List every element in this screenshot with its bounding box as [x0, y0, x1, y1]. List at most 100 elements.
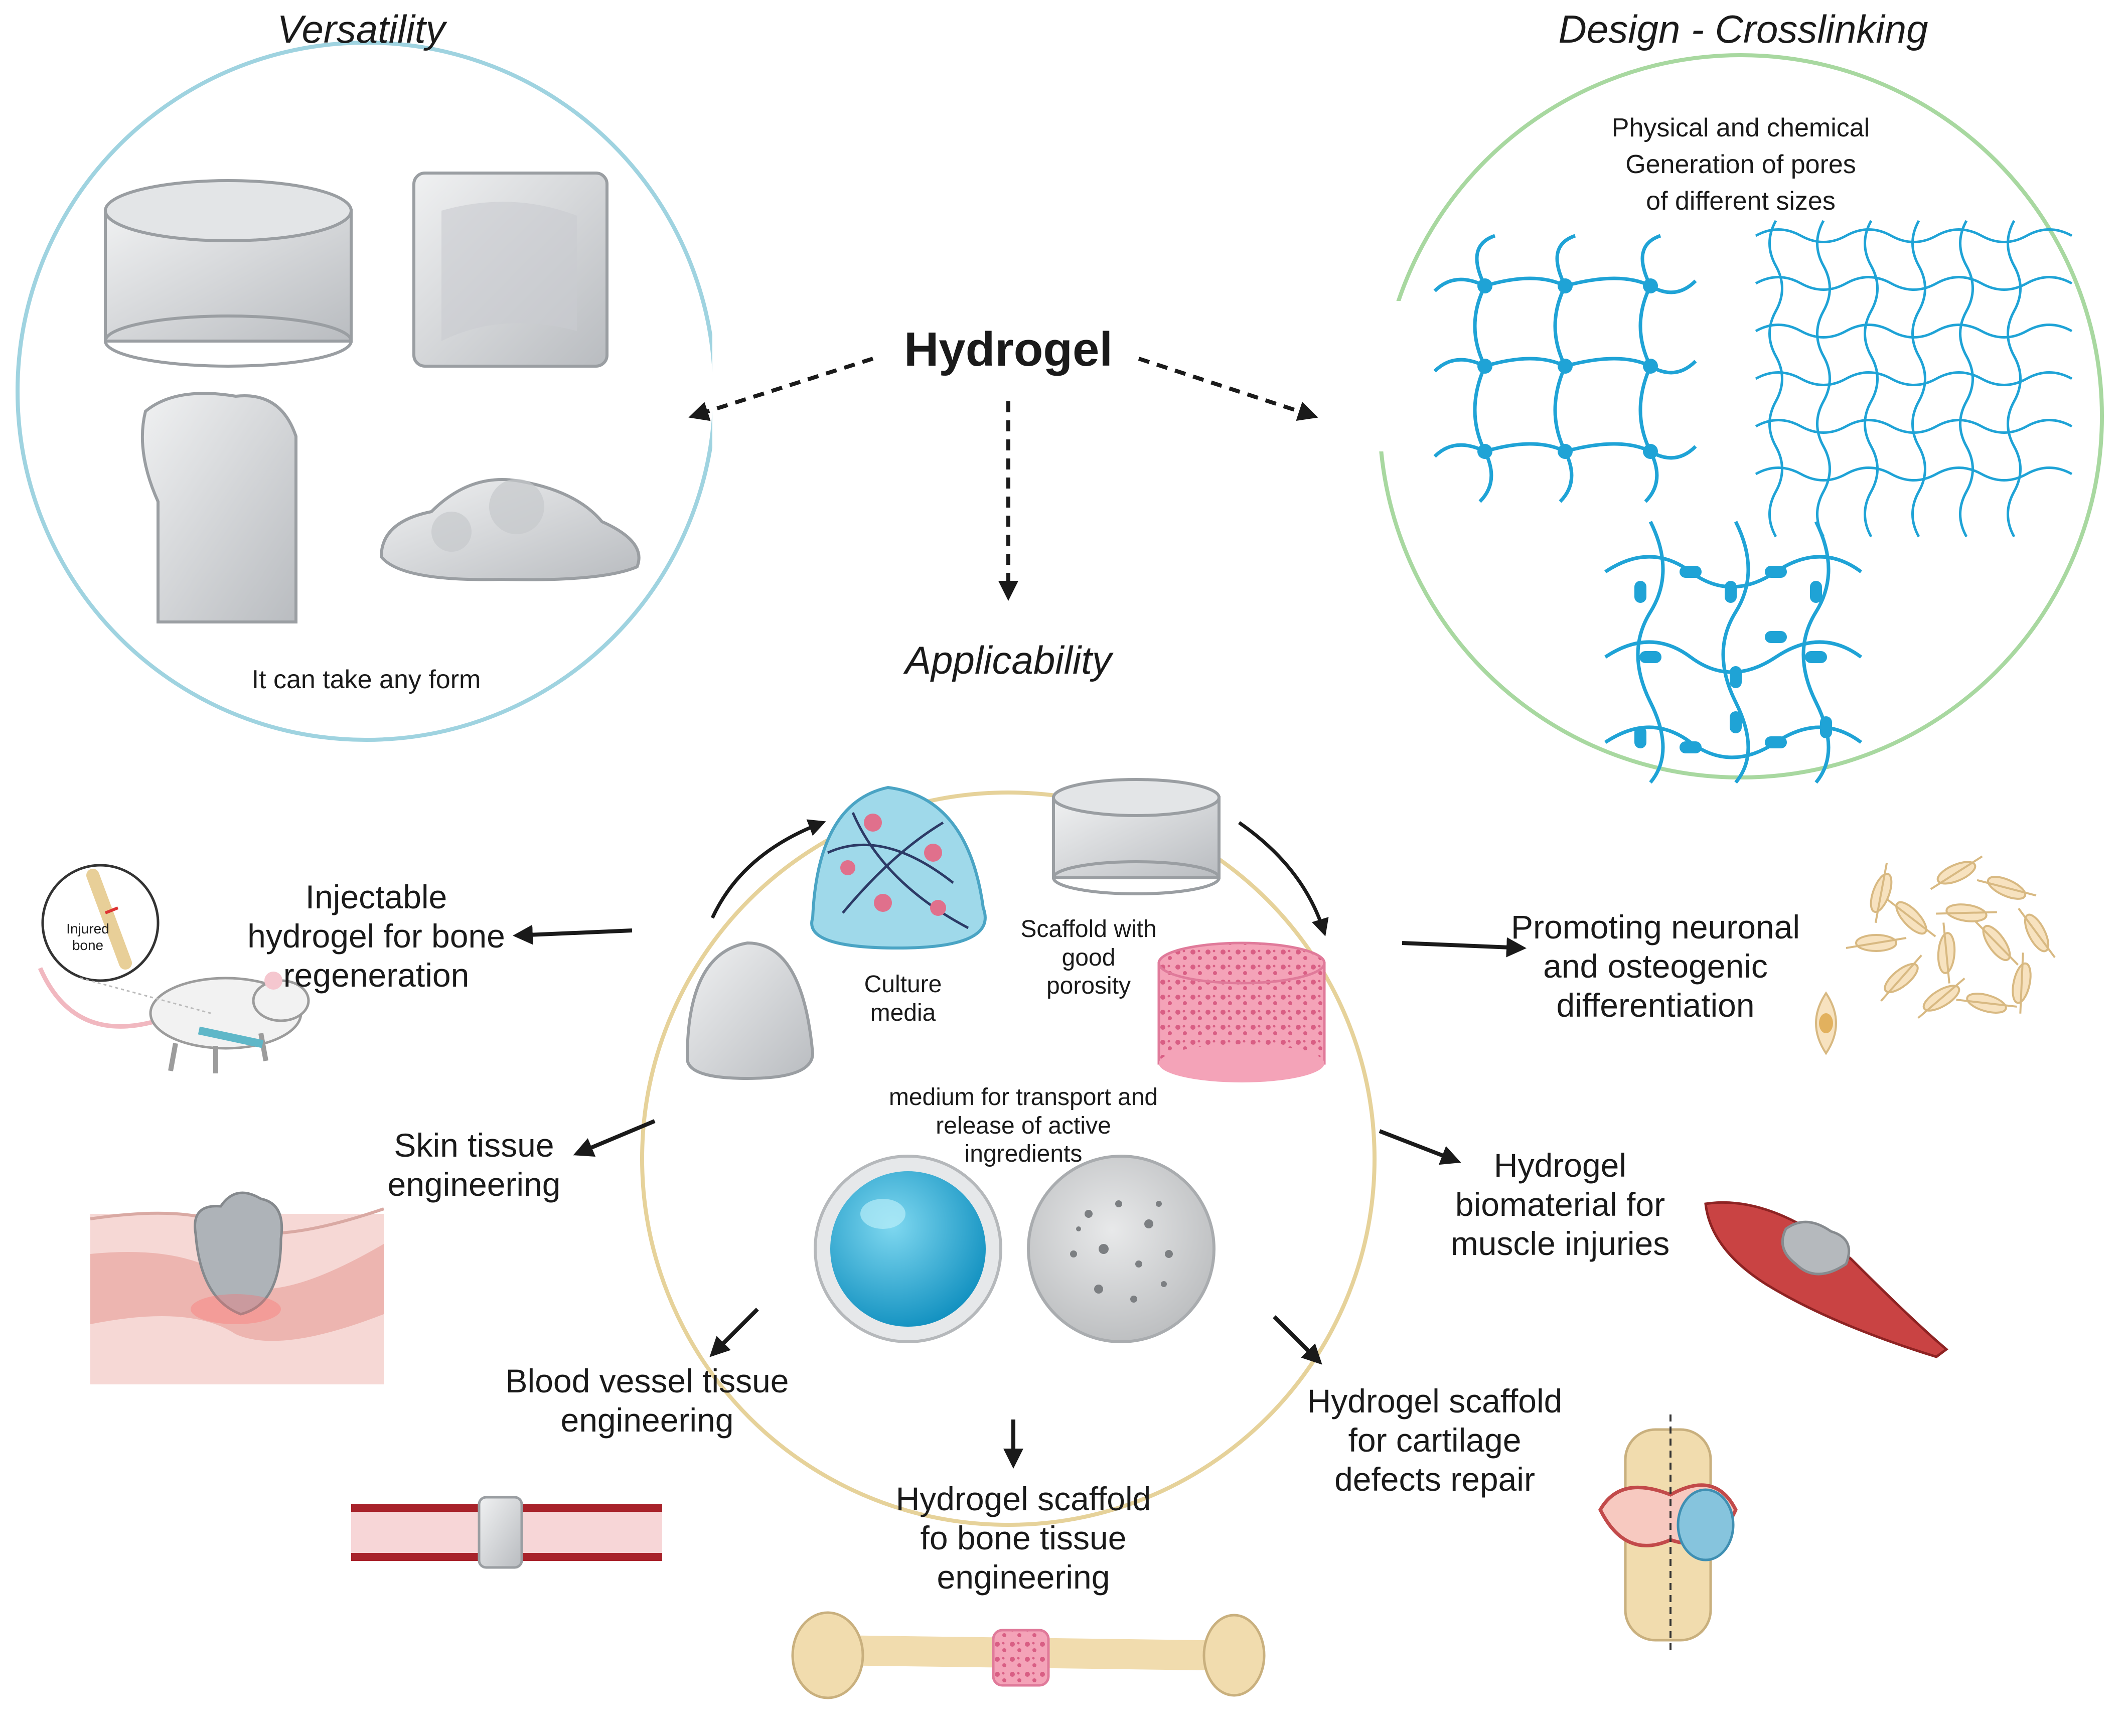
porous-release-sphere-icon — [1027, 1155, 1216, 1343]
cell-process — [1936, 911, 1997, 915]
cell-process — [1930, 855, 1983, 890]
cell-process — [1917, 978, 1965, 1019]
bone-scaffold-icon — [791, 1611, 1266, 1699]
arrow-to-muscle — [1379, 1129, 1461, 1165]
neuronal-cells-icon — [1815, 855, 2056, 1055]
gel-disc-icon — [1052, 778, 1221, 895]
gel-square-icon — [412, 172, 609, 368]
versatility-ring — [16, 41, 717, 742]
design-caption-line2: Generation of pores — [1625, 150, 1856, 179]
network-strand — [1816, 220, 1831, 538]
crosslink-capsule — [1634, 581, 1646, 603]
arrow-to-versatility — [688, 357, 874, 421]
versatility-title: Versatility — [277, 7, 445, 51]
porous-scaffold-icon — [1157, 941, 1326, 1082]
cell-process — [1977, 879, 2037, 897]
neuronal-label: Promoting neuronal and osteogenic differ… — [1510, 908, 1800, 1024]
arrow-to-cartilage — [1273, 1315, 1322, 1365]
versatility-caption: It can take any form — [251, 665, 481, 694]
cell-process — [1942, 922, 1950, 984]
crosslink-node — [1558, 278, 1573, 293]
skin-tissue-icon — [90, 1191, 384, 1384]
chemical-crosslink-network — [1755, 220, 2073, 538]
applicability-title: Applicability — [905, 638, 1112, 682]
gel-dome-icon — [685, 941, 815, 1080]
design-caption-line3: of different sizes — [1646, 187, 1836, 216]
network-strand — [1755, 466, 2073, 482]
network-strand — [1768, 220, 1783, 538]
gel-blob-icon — [379, 478, 641, 581]
drug-loaded-sphere-icon — [814, 1155, 1002, 1343]
design-caption-line1: Physical and chemical — [1611, 113, 1870, 142]
crosslink-capsule — [1765, 631, 1787, 643]
network-strand — [1604, 725, 1863, 759]
crosslink-capsule — [1680, 741, 1702, 753]
crosslink-capsule — [1765, 566, 1787, 578]
blood-vessel-label: Blood vessel tissue engineering — [505, 1362, 789, 1439]
hydrogel-title: Hydrogel — [903, 323, 1113, 376]
crosslink-node — [1477, 359, 1492, 374]
injectable-label: Injectable hydrogel for bone regeneratio… — [247, 878, 505, 994]
curved-arrow-dome-to-culture — [710, 819, 826, 919]
cell-process — [1880, 955, 1922, 1002]
crosslink-node — [1643, 278, 1658, 293]
injured-bone-label: Injured bone — [66, 921, 109, 954]
crosslink-node — [1643, 444, 1658, 459]
arrow-to-skin — [573, 1119, 656, 1157]
mouse-injection-icon — [38, 864, 310, 1073]
blood-vessel-icon — [351, 1496, 662, 1569]
crosslink-node — [1477, 444, 1492, 459]
network-strand — [1801, 521, 1831, 784]
physical-crosslink-network — [1433, 234, 1697, 503]
arrow-to-blood-vessel — [709, 1308, 759, 1357]
network-strand — [1959, 220, 1974, 538]
crosslink-capsule — [1805, 651, 1827, 663]
network-strand — [1755, 371, 2073, 386]
skin-label: Skin tissue engineering — [387, 1127, 561, 1203]
cell-process — [2019, 953, 2024, 1014]
muscle-icon — [1704, 1201, 1949, 1358]
crosslink-node — [1477, 278, 1492, 293]
ionic-crosslink-network — [1604, 521, 1863, 784]
crosslink-node — [1558, 359, 1573, 374]
crosslink-capsule — [1730, 666, 1742, 688]
network-strand — [1864, 220, 1879, 538]
gel-cylinder-icon — [104, 179, 353, 368]
gel-curved-sheet-icon — [140, 392, 297, 623]
cell-process — [1886, 898, 1936, 937]
crosslink-capsule — [1730, 711, 1742, 733]
network-strand — [2007, 220, 2022, 538]
crosslink-capsule — [1765, 736, 1787, 748]
cell-process — [1956, 999, 2017, 1008]
cell-process — [1874, 862, 1888, 923]
cartilage-label: Hydrogel scaffold for cartilage defects … — [1307, 1382, 1563, 1498]
crosslink-capsule — [1680, 566, 1702, 578]
bone-scaffold-label: Hydrogel scaffold fo bone tissue enginee… — [895, 1480, 1151, 1596]
crosslink-capsule — [1820, 716, 1832, 738]
arrow-to-design — [1138, 357, 1318, 421]
design-title: Design - Crosslinking — [1558, 7, 1928, 51]
crosslink-node — [1643, 359, 1658, 374]
knee-cartilage-icon — [1598, 1414, 1738, 1650]
cell-process — [1974, 920, 2019, 966]
network-strand — [1636, 521, 1665, 784]
network-strand — [1911, 220, 1926, 538]
crosslink-capsule — [1634, 726, 1646, 748]
transport-label: medium for transport and release of acti… — [888, 1084, 1158, 1168]
arrow-to-injectable — [513, 924, 633, 945]
culture-gel-cells-icon — [810, 785, 987, 950]
curved-arrow-disc-to-scaffold — [1238, 821, 1329, 936]
crosslink-capsule — [1725, 581, 1737, 603]
crosslink-capsule — [1810, 581, 1822, 603]
scaffold-label: Scaffold with good porosity — [1020, 916, 1157, 1000]
cell-process — [1846, 937, 1907, 949]
applicability-ring — [640, 791, 1377, 1527]
network-strand — [1755, 276, 2073, 291]
cell-process — [2018, 907, 2056, 959]
crosslink-node — [1558, 444, 1573, 459]
crosslink-capsule — [1639, 651, 1661, 663]
arrow-to-neuronal — [1402, 937, 1527, 958]
network-strand — [1721, 521, 1750, 784]
